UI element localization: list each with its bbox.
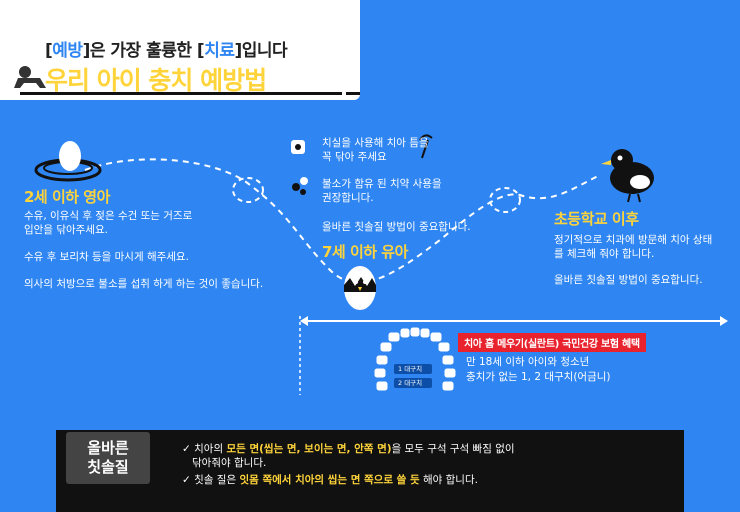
page-title: 우리 아이 충치 예방법 xyxy=(45,66,267,95)
toothpaste-icon xyxy=(292,177,308,195)
floss-pick-icon xyxy=(419,134,433,159)
stage1-text-4: 의사의 처방으로 불소를 섭취 하게 하는 것이 좋습니다. xyxy=(24,278,264,290)
molar-label-1 xyxy=(394,364,432,374)
timeline-arrow xyxy=(299,316,728,395)
stage2-tip1-line1: 치실을 사용해 치아 틈을 xyxy=(322,137,429,149)
crawling-baby-icon xyxy=(14,66,46,88)
hatching-chick-icon xyxy=(344,266,376,310)
floss-icon xyxy=(291,140,305,154)
molar-label-1-text: 1 대구치 xyxy=(398,365,423,373)
stage2-tip2-line1: 불소가 함유 된 치약 사용을 xyxy=(322,178,442,190)
brushing-label: 올바른 칫솔질 xyxy=(66,432,150,484)
header-subtitle: [예방]은 가장 훌륭한 [치료]입니다 xyxy=(45,41,288,61)
stage3-text-3: 올바른 칫솔질 방법이 중요합니다. xyxy=(554,274,703,286)
stage2-tip2-line2: 권장합니다. xyxy=(322,192,374,204)
stage2-heading: 7세 이하 유아 xyxy=(322,243,408,261)
benefit-text-1: 만 18세 이하 아이와 청소년 xyxy=(466,356,590,368)
stage1-heading: 2세 이하 영아 xyxy=(24,188,110,206)
kid-with-balloon-icon xyxy=(336,31,359,96)
teeth-arch-icon xyxy=(373,326,457,392)
molar-label-2 xyxy=(394,378,432,388)
path-loop xyxy=(489,187,521,213)
title-underline xyxy=(20,92,360,95)
stage1-text-2: 입안을 닦아주세요. xyxy=(24,224,108,236)
header-banner: [예방]은 가장 훌륭한 [치료]입니다 우리 아이 충치 예방법 xyxy=(0,0,740,100)
stage1-text-1: 수유, 이유식 후 젖은 수건 또는 거즈로 xyxy=(24,210,193,222)
benefit-text-2: 충치가 없는 1, 2 대구치(어금니) xyxy=(466,371,611,383)
stage3-heading: 초등학교 이후 xyxy=(554,210,639,228)
brushing-tip-1: ✓ 치아의 모든 면(씹는 면, 보이는 면, 안쪽 면)을 모두 구석 구석 … xyxy=(182,443,515,469)
stage2-tip3: 올바른 칫솔질 방법이 중요합니다. xyxy=(322,221,471,233)
header-white-panel xyxy=(0,0,360,100)
nest-egg-icon xyxy=(34,141,102,182)
stage3-text-1: 정기적으로 치과에 방문해 치아 상태 xyxy=(554,234,713,246)
stage2-tip1-line2: 꼭 닦아 주세요 xyxy=(322,151,387,163)
brushing-panel xyxy=(56,430,684,512)
path-loop xyxy=(232,177,264,203)
benefit-badge: 치아 홈 메우기(실란트) 국민건강 보험 혜택 xyxy=(458,333,646,352)
brushing-tip-2: ✓ 칫솔 질은 잇몸 쪽에서 치아의 씹는 면 쪽으로 쓸 듯 해야 합니다. xyxy=(182,474,478,486)
bird-icon xyxy=(601,149,654,203)
stage3-text-2: 를 체크해 줘야 합니다. xyxy=(554,248,655,260)
molar-label-2-text: 2 대구치 xyxy=(398,379,423,387)
stage1-text-3: 수유 후 보리차 등을 마시게 해주세요. xyxy=(24,251,189,263)
